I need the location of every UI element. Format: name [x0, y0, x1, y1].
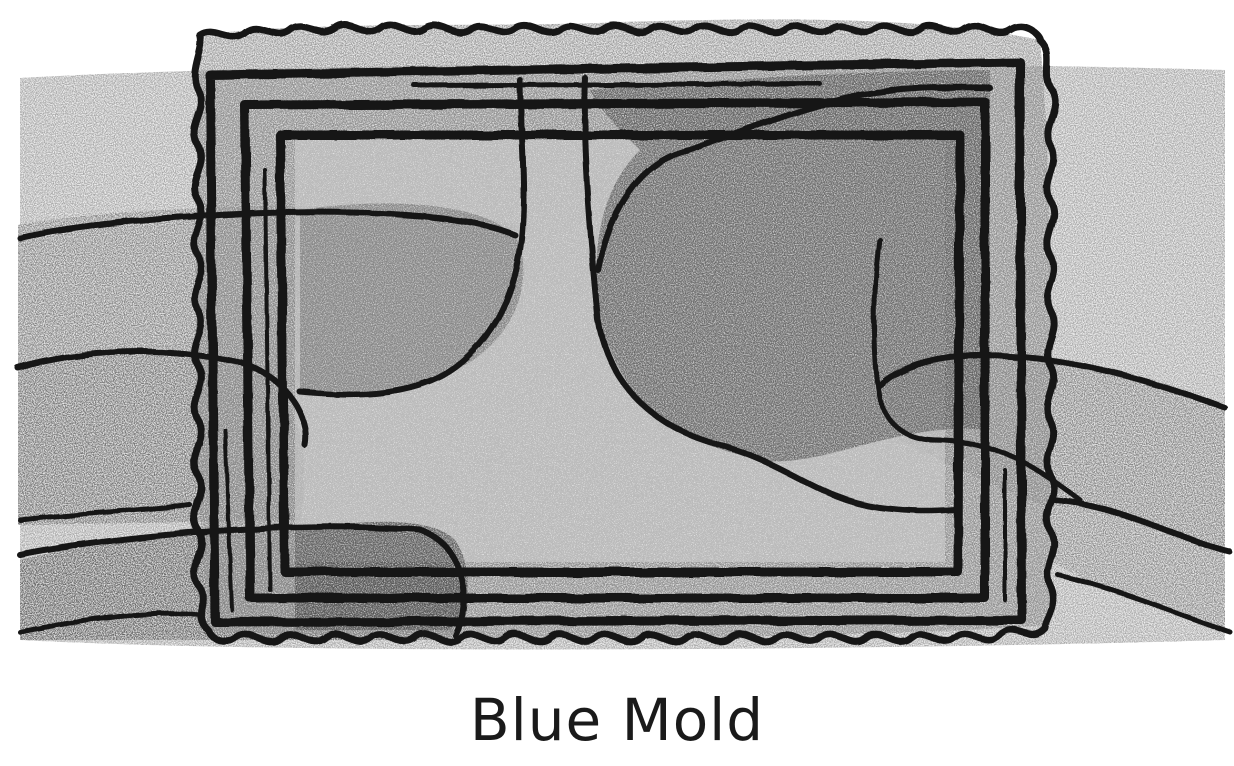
bread-slice	[195, 19, 1051, 638]
moldy-bread-slice-sketch-icon	[15, 19, 1233, 650]
mold-patch-large	[590, 70, 990, 462]
mold-patch-left	[300, 203, 524, 395]
caption-title: Blue Mold	[469, 686, 765, 754]
ink-lines	[15, 21, 1233, 646]
